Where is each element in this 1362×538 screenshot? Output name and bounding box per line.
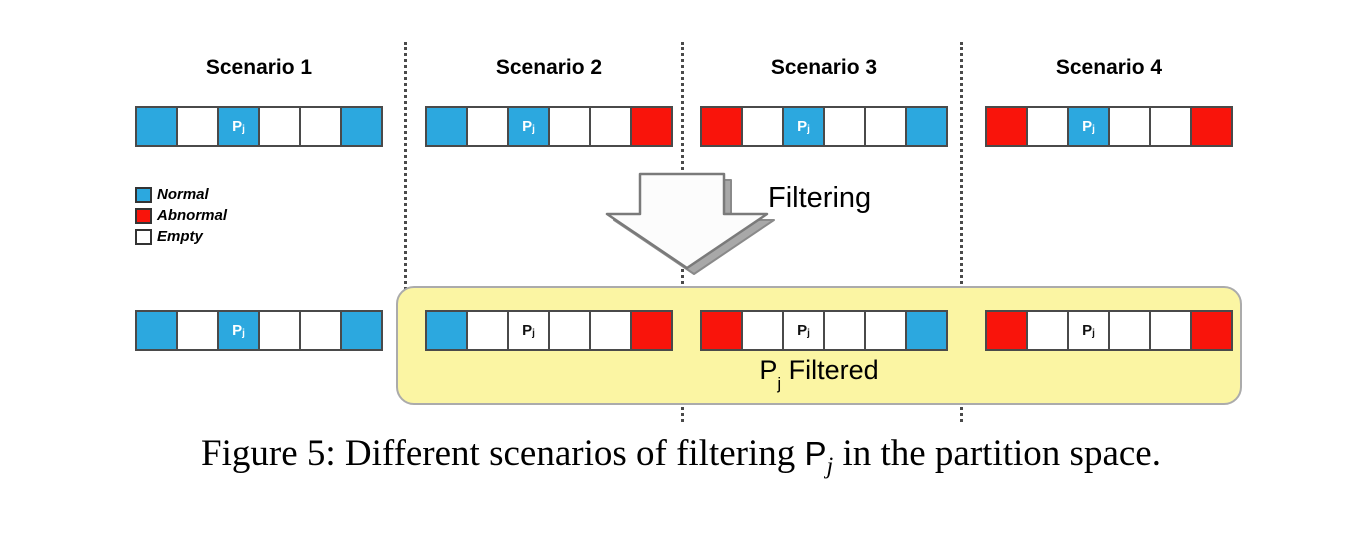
caption-suffix: in the partition space. xyxy=(833,433,1161,474)
filtering-down-arrow-icon xyxy=(592,170,782,280)
normal-swatch xyxy=(135,186,152,203)
partition-cell-empty xyxy=(1149,106,1192,147)
partition-cell-abnormal xyxy=(700,310,743,351)
scenario-4-label: Scenario 4 xyxy=(1055,56,1163,79)
legend-item-abnormal: Abnormal xyxy=(135,207,227,224)
partition-cell-normal xyxy=(135,106,178,147)
partition-cell-normal xyxy=(340,310,383,351)
partition-cell-normal xyxy=(425,106,468,147)
legend-item-normal: Normal xyxy=(135,186,227,203)
abnormal-swatch xyxy=(135,207,152,224)
partition-cell-empty xyxy=(741,106,784,147)
partition-cell-empty xyxy=(864,310,907,351)
caption-pj-sub: j xyxy=(826,453,834,480)
partition-cell-empty xyxy=(176,106,219,147)
partition-cell-abnormal xyxy=(985,310,1028,351)
scenario-1-label: Scenario 1 xyxy=(205,56,313,79)
partition-cell-empty xyxy=(548,310,591,351)
partition-cell-empty xyxy=(1108,106,1151,147)
figure-caption: Figure 5: Different scenarios of filteri… xyxy=(0,432,1362,480)
partition-cell-empty xyxy=(589,310,632,351)
legend-label-normal: Normal xyxy=(157,186,209,203)
partition-cell-empty xyxy=(466,310,509,351)
partition-cell-empty xyxy=(258,106,301,147)
partition-cell-empty xyxy=(823,310,866,351)
partition-cell-abnormal xyxy=(1190,310,1233,351)
partition-cell-empty xyxy=(466,106,509,147)
partition-cell-empty xyxy=(548,106,591,147)
partition-cell-abnormal xyxy=(985,106,1028,147)
pj-filtered-label: Pj Filtered xyxy=(396,355,1242,393)
separator-dotted-line-3 xyxy=(960,42,963,422)
pj-filtered-text: Filtered xyxy=(781,355,879,385)
partition-cell-normal xyxy=(425,310,468,351)
pj-filtered-sub: j xyxy=(777,374,782,394)
partition-cell-normal xyxy=(135,310,178,351)
partition-cell-empty xyxy=(589,106,632,147)
partition-cell-normal xyxy=(340,106,383,147)
scenario-2-label: Scenario 2 xyxy=(495,56,603,79)
partition-cell-empty xyxy=(299,310,342,351)
partition-cell-abnormal xyxy=(1190,106,1233,147)
caption-prefix: Figure 5: Different scenarios of filteri… xyxy=(201,433,805,474)
legend-label-empty: Empty xyxy=(157,228,203,245)
partition-cell-empty xyxy=(823,106,866,147)
legend-label-abnormal: Abnormal xyxy=(157,207,228,224)
scenario-3-label: Scenario 3 xyxy=(770,56,878,79)
partition-cell-normal xyxy=(905,310,948,351)
partition-cell-empty xyxy=(864,106,907,147)
partition-cell-empty xyxy=(1108,310,1151,351)
partition-cell-normal xyxy=(905,106,948,147)
partition-cell-empty xyxy=(1026,310,1069,351)
pj-filtered-p: P xyxy=(759,355,778,385)
partition-cell-empty xyxy=(1149,310,1192,351)
filtering-label: Filtering xyxy=(768,182,872,214)
partition-cell-empty xyxy=(741,310,784,351)
partition-cell-abnormal xyxy=(700,106,743,147)
empty-swatch xyxy=(135,228,152,245)
partition-cell-empty xyxy=(258,310,301,351)
caption-pj-p: P xyxy=(804,435,827,472)
legend-item-empty: Empty xyxy=(135,228,227,245)
partition-cell-abnormal xyxy=(630,106,673,147)
partition-cell-empty xyxy=(176,310,219,351)
separator-dotted-line-1 xyxy=(404,42,407,290)
partition-cell-empty xyxy=(299,106,342,147)
legend: Normal Abnormal Empty xyxy=(135,186,227,249)
partition-cell-empty xyxy=(1026,106,1069,147)
partition-cell-abnormal xyxy=(630,310,673,351)
